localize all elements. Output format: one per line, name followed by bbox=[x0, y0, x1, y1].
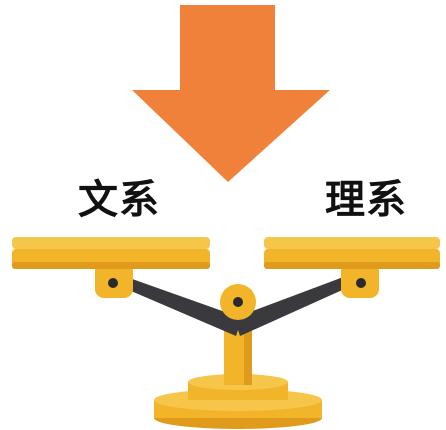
scale-arms bbox=[110, 276, 360, 336]
right-pan-label: 理系 bbox=[325, 177, 407, 223]
left-pan bbox=[12, 237, 210, 269]
down-arrow-icon bbox=[132, 5, 330, 182]
scale-pivot bbox=[220, 284, 256, 320]
left-pan-hanger bbox=[95, 262, 133, 298]
right-pan bbox=[264, 237, 440, 269]
right-pan-hanger bbox=[341, 262, 379, 298]
left-pan-label: 文系 bbox=[78, 177, 160, 223]
scale-base bbox=[154, 374, 322, 429]
